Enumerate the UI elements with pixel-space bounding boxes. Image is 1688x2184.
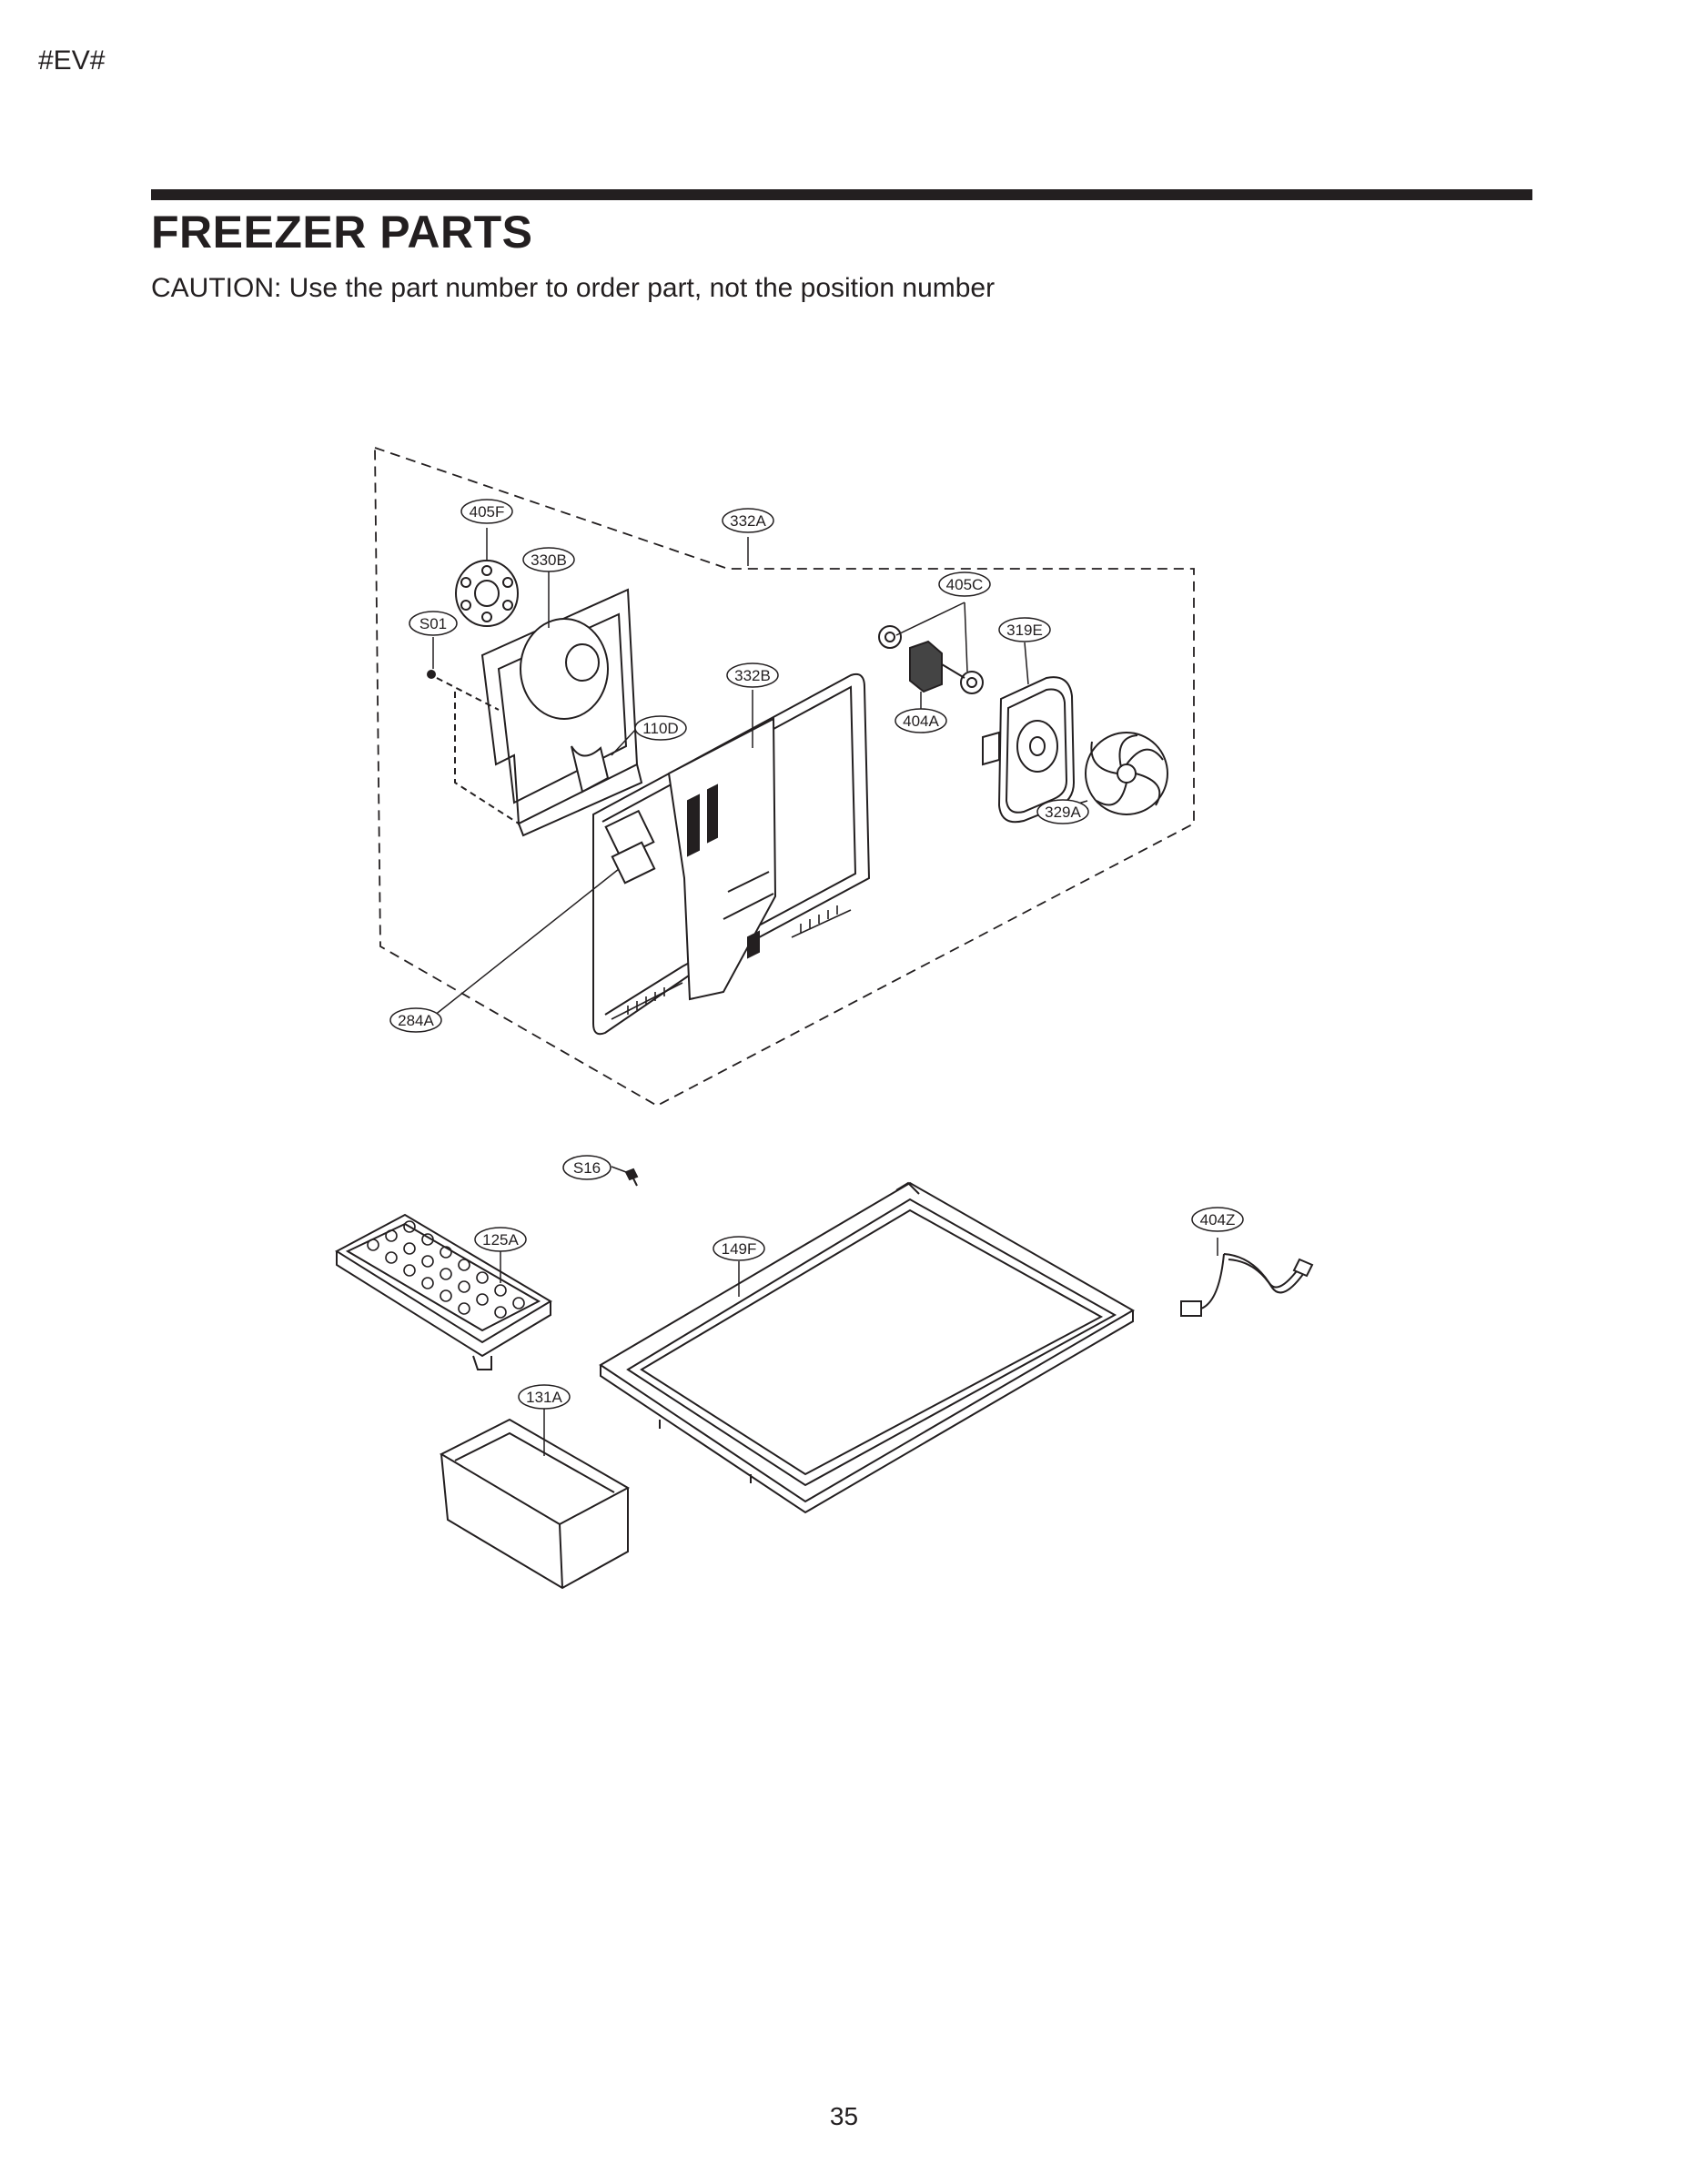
assembly-boundary [374,446,1195,1107]
page-number: 35 [829,2102,859,2130]
svg-text:332B: 332B [734,667,771,684]
svg-text:319E: 319E [1006,622,1043,639]
callout-329A: 329A [1036,799,1089,824]
svg-text:S01: S01 [419,615,447,632]
document-code: #EV# [38,46,106,76]
callout-332B: 332B [726,662,779,688]
callout-110D: 110D [634,715,687,741]
callout-404Z: 404Z [1191,1207,1244,1232]
part-404Z-harness [1180,1253,1314,1317]
callout-405C: 405C [938,571,991,597]
part-404A-motor [909,640,965,693]
title-rule [151,189,1532,200]
svg-text:284A: 284A [398,1012,434,1029]
svg-text:149F: 149F [722,1240,757,1258]
svg-text:110D: 110D [642,720,678,737]
callout-319E: 319E [998,617,1051,642]
callout-284A: 284A [389,1007,442,1033]
svg-text:405F: 405F [470,503,505,521]
svg-text:131A: 131A [526,1389,562,1406]
svg-text:404Z: 404Z [1200,1211,1236,1228]
part-125A-ice-tray [335,1213,552,1370]
callout-S01: S01 [409,611,458,636]
part-149F-shelf [599,1181,1135,1514]
svg-text:S16: S16 [573,1159,601,1177]
svg-text:329A: 329A [1045,804,1081,821]
callout-405F: 405F [460,499,513,524]
part-319E-shroud [982,676,1076,824]
svg-text:404A: 404A [903,713,939,730]
part-405F-disc [455,560,519,627]
svg-text:125A: 125A [482,1231,519,1249]
callout-labels: 405F 332A 330B S01 405C 319E 332B 404A [389,499,1244,1410]
callout-149F: 149F [713,1236,765,1261]
part-405C-nuts [878,625,984,694]
part-S16-screw [624,1168,639,1187]
part-S01-screw [427,670,520,824]
part-330B-bracket [480,588,643,837]
part-329A-fan [1085,732,1168,815]
callout-330B: 330B [522,547,575,572]
callout-131A: 131A [518,1384,571,1410]
page-title: FREEZER PARTS [151,207,533,258]
caution-note: CAUTION: Use the part number to order pa… [151,273,996,303]
callout-S16: S16 [562,1155,612,1180]
callout-125A: 125A [474,1227,527,1252]
callout-332A: 332A [722,508,774,533]
svg-text:332A: 332A [730,512,766,530]
part-332B-panel [592,672,871,1036]
svg-text:330B: 330B [531,551,567,569]
callout-404A: 404A [895,708,947,733]
svg-text:405C: 405C [946,576,984,593]
part-131A-ice-bin [439,1418,631,1590]
